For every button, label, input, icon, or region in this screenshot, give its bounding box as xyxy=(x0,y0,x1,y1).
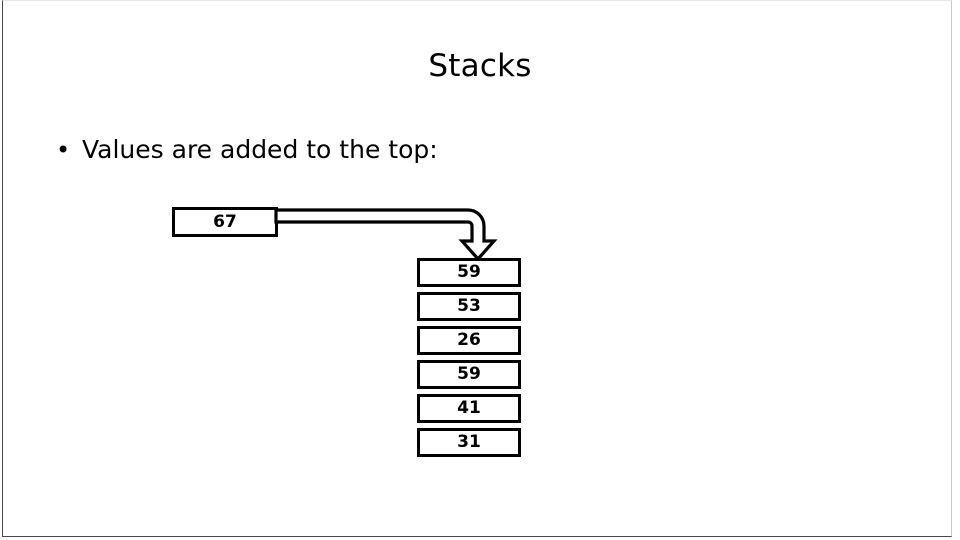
stack-box: 26 xyxy=(417,326,521,355)
push-arrow-icon xyxy=(274,208,498,262)
stack-box: 59 xyxy=(417,360,521,389)
stack-container: 59 53 26 59 41 31 xyxy=(417,258,521,457)
incoming-value-box: 67 xyxy=(172,207,278,237)
arrow-shape xyxy=(274,208,498,262)
stack-box-value: 31 xyxy=(457,432,481,452)
bullet-list-item: • Values are added to the top: xyxy=(52,133,438,167)
bullet-item-label: Values are added to the top: xyxy=(82,135,438,164)
stack-box-value: 59 xyxy=(457,262,481,282)
stack-box-value: 59 xyxy=(457,364,481,384)
stack-box: 31 xyxy=(417,428,521,457)
stack-box: 59 xyxy=(417,258,521,287)
stack-box: 41 xyxy=(417,394,521,423)
page-title: Stacks xyxy=(428,48,532,84)
stack-box-value: 41 xyxy=(457,398,481,418)
stack-box-value: 53 xyxy=(457,296,481,316)
incoming-value-label: 67 xyxy=(213,211,237,232)
stack-box: 53 xyxy=(417,292,521,321)
bullet-point-icon: • xyxy=(56,136,71,164)
stack-box-value: 26 xyxy=(457,330,481,350)
